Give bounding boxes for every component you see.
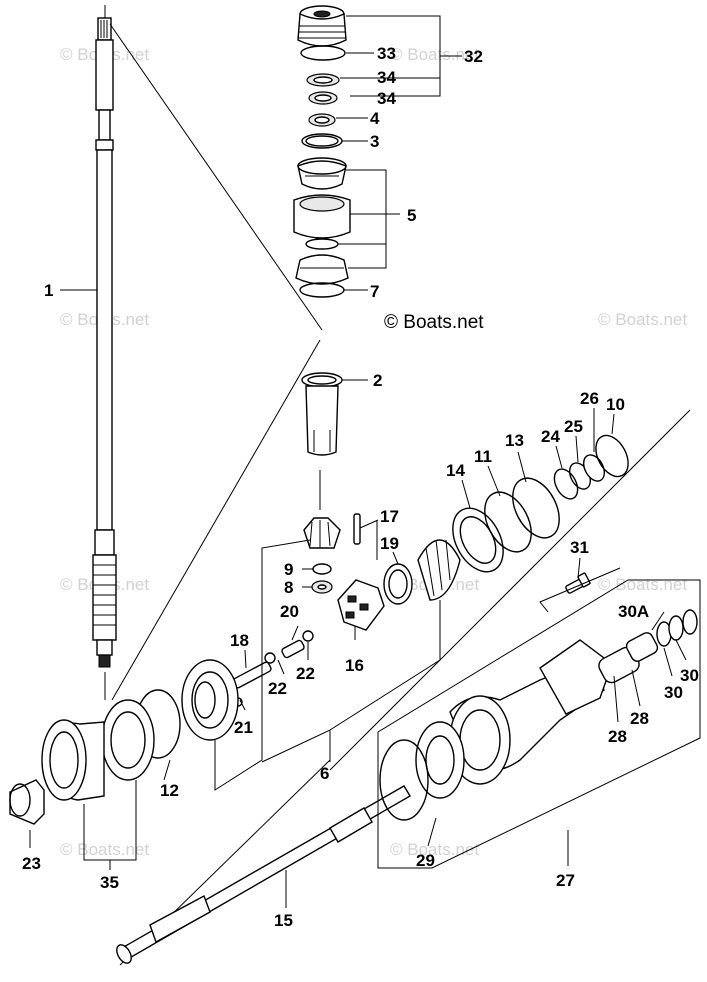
leader-lines	[29, 15, 687, 908]
part-5-bearing-set	[293, 157, 351, 298]
callout-19: 19	[380, 534, 399, 553]
callout-23: 23	[22, 854, 41, 873]
part-15-prop-shaft	[116, 785, 411, 964]
callout-10: 10	[606, 395, 625, 414]
watermark: © Boats.net	[60, 840, 149, 859]
part-4-3	[301, 113, 343, 149]
callout-26: 26	[580, 389, 599, 408]
callout-30: 30	[680, 666, 699, 685]
callout-35: 35	[100, 873, 119, 892]
watermark: © Boats.net	[598, 310, 687, 329]
callout-20: 20	[280, 602, 299, 621]
callout-7: 7	[370, 282, 379, 301]
callout-29: 29	[416, 851, 435, 870]
callout-17: 17	[380, 507, 399, 526]
part-27-housing-box	[377, 579, 701, 869]
callout-34: 34	[377, 89, 396, 108]
callout-12: 12	[160, 781, 179, 800]
callout-30: 30	[664, 683, 683, 702]
callout-8: 8	[284, 578, 293, 597]
callout-22: 22	[268, 679, 287, 698]
callout-30A: 30A	[618, 602, 649, 621]
callout-22: 22	[296, 664, 315, 683]
callout-2: 2	[373, 371, 382, 390]
callout-32: 32	[464, 47, 483, 66]
watermark: © Boats.net	[598, 575, 687, 594]
part-32-cap-assembly	[297, 5, 347, 105]
callout-14: 14	[446, 461, 465, 480]
part-16-clutch	[337, 579, 385, 631]
copyright-text: © Boats.net	[384, 312, 484, 333]
watermarks: © Boats.net © Boats.net © Boats.net © Bo…	[60, 45, 687, 859]
gear-stack	[383, 434, 629, 605]
part-12-35-23	[9, 689, 181, 825]
callout-25: 25	[564, 417, 583, 436]
pinion-gear	[303, 517, 341, 549]
callout-18: 18	[230, 631, 249, 650]
small-parts	[232, 630, 314, 707]
callout-9: 9	[284, 560, 293, 579]
callout-21: 21	[234, 718, 253, 737]
callout-16: 16	[345, 656, 364, 675]
watermark: © Boats.net	[390, 45, 479, 64]
callout-27: 27	[556, 871, 575, 890]
callout-13: 13	[505, 431, 524, 450]
watermark: © Boats.net	[390, 840, 479, 859]
callout-5: 5	[407, 206, 416, 225]
callout-6: 6	[320, 764, 329, 783]
callout-labels: 33 32 34 34 4 3 5 7 1 © Boats.net 2 26 1…	[22, 44, 699, 930]
callout-33: 33	[377, 44, 396, 63]
callout-31: 31	[570, 538, 589, 557]
part-6-gear	[181, 659, 239, 741]
callout-3: 3	[370, 132, 379, 151]
callout-1: 1	[44, 281, 53, 300]
callout-34: 34	[377, 68, 396, 87]
callout-28: 28	[630, 709, 649, 728]
part-1-drive-shaft	[92, 5, 117, 700]
guide-lines	[109, 23, 691, 966]
part-2-sleeve	[301, 372, 343, 456]
callout-24: 24	[541, 427, 560, 446]
callout-15: 15	[274, 911, 293, 930]
callout-4: 4	[370, 109, 380, 128]
callout-11: 11	[474, 447, 492, 466]
callout-28: 28	[608, 727, 627, 746]
